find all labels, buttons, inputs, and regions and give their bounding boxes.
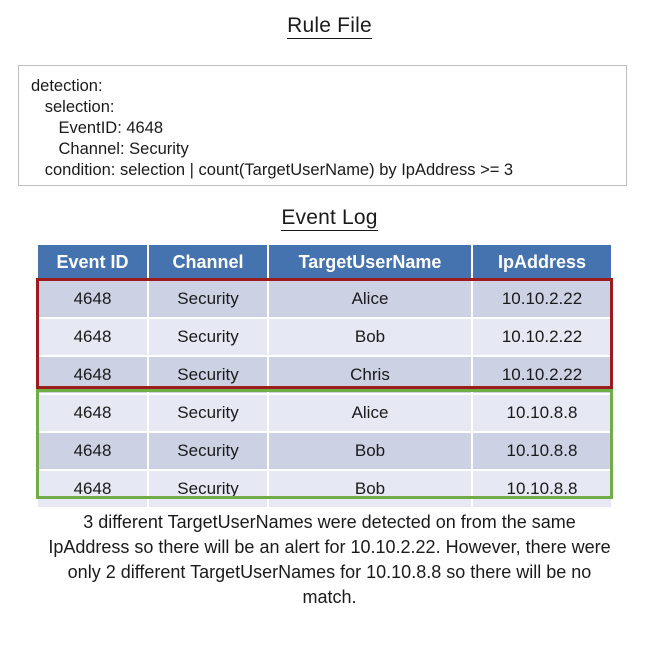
- cell-ip-address: 10.10.2.22: [472, 318, 611, 357]
- table-row: 4648 Security Alice 10.10.2.22: [38, 280, 611, 319]
- table-header-row: Event ID Channel TargetUserName IpAddres…: [38, 245, 611, 281]
- event-log-table: Event ID Channel TargetUserName IpAddres…: [38, 245, 611, 507]
- rule-line-detection: detection:: [31, 77, 103, 95]
- cell-event-id: 4648: [38, 432, 149, 471]
- cell-channel: Security: [148, 280, 269, 319]
- cell-ip-address: 10.10.8.8: [472, 470, 611, 507]
- cell-channel: Security: [148, 394, 269, 433]
- event-log-heading-text: Event Log: [281, 206, 378, 231]
- cell-event-id: 4648: [38, 280, 149, 319]
- table-row: 4648 Security Chris 10.10.2.22: [38, 356, 611, 395]
- cell-event-id: 4648: [38, 318, 149, 357]
- table-row: 4648 Security Bob 10.10.8.8: [38, 470, 611, 507]
- cell-target-user-name: Bob: [268, 432, 473, 471]
- rule-line-selection: selection:: [31, 98, 115, 116]
- table-row: 4648 Security Bob 10.10.2.22: [38, 318, 611, 357]
- cell-channel: Security: [148, 356, 269, 395]
- table-row: 4648 Security Alice 10.10.8.8: [38, 394, 611, 433]
- rule-file-heading-text: Rule File: [287, 14, 372, 39]
- column-header-target-user-name: TargetUserName: [268, 245, 473, 281]
- cell-event-id: 4648: [38, 356, 149, 395]
- cell-target-user-name: Alice: [268, 394, 473, 433]
- event-log-table-wrapper: Event ID Channel TargetUserName IpAddres…: [38, 245, 611, 507]
- table-row: 4648 Security Bob 10.10.8.8: [38, 432, 611, 471]
- explanation-caption: 3 different TargetUserNames were detecte…: [48, 512, 611, 607]
- cell-event-id: 4648: [38, 394, 149, 433]
- rule-line-eventid: EventID: 4648: [31, 119, 164, 137]
- cell-ip-address: 10.10.8.8: [472, 432, 611, 471]
- cell-channel: Security: [148, 470, 269, 507]
- rule-file-heading: Rule File: [0, 14, 659, 39]
- column-header-channel: Channel: [148, 245, 269, 281]
- cell-target-user-name: Chris: [268, 356, 473, 395]
- rule-line-condition: condition: selection | count(TargetUserN…: [31, 161, 514, 179]
- cell-ip-address: 10.10.2.22: [472, 280, 611, 319]
- column-header-ip-address: IpAddress: [472, 245, 611, 281]
- event-log-heading: Event Log: [0, 206, 659, 231]
- cell-target-user-name: Bob: [268, 470, 473, 507]
- cell-ip-address: 10.10.8.8: [472, 394, 611, 433]
- cell-event-id: 4648: [38, 470, 149, 507]
- cell-channel: Security: [148, 432, 269, 471]
- rule-line-channel: Channel: Security: [31, 140, 189, 158]
- cell-channel: Security: [148, 318, 269, 357]
- cell-target-user-name: Bob: [268, 318, 473, 357]
- column-header-event-id: Event ID: [38, 245, 149, 281]
- cell-target-user-name: Alice: [268, 280, 473, 319]
- rule-file-box: detection: selection: EventID: 4648 Chan…: [18, 65, 627, 186]
- cell-ip-address: 10.10.2.22: [472, 356, 611, 395]
